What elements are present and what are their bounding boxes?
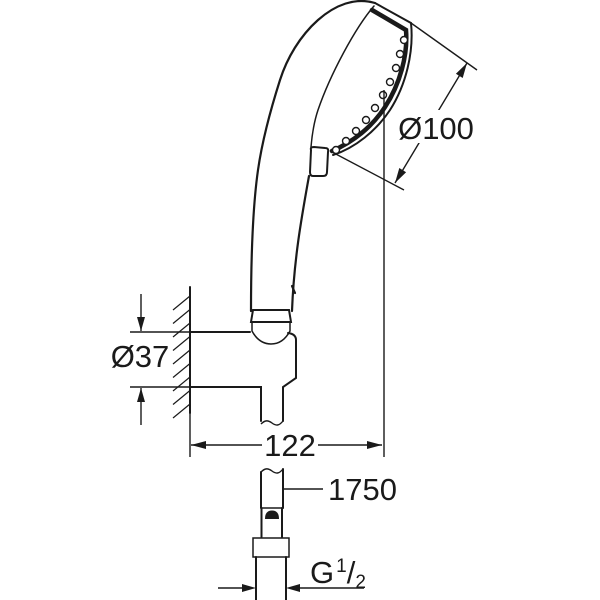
- spray-face-band: [329, 7, 409, 154]
- arrowhead: [191, 441, 206, 449]
- brand-mark: [265, 510, 279, 519]
- label-background: [262, 430, 318, 459]
- hose-connector-nut: [252, 537, 290, 558]
- shower-head: [249, 0, 413, 313]
- arrowhead: [395, 168, 407, 183]
- face-inner-rim: [310, 5, 375, 148]
- handle-collar: [249, 309, 293, 323]
- wall-hatch-marks: [172, 295, 191, 419]
- wall-holder: [189, 331, 297, 426]
- head-back-silhouette: [249, 0, 377, 313]
- hose-stub-break-line: [260, 420, 284, 426]
- extension-line: [331, 151, 405, 191]
- holder-bottom-edge: [189, 386, 262, 422]
- dimension-head-diameter: Ø100: [331, 22, 478, 191]
- arrowhead: [455, 63, 467, 78]
- arrowhead: [242, 584, 256, 592]
- shower-hose: [252, 468, 290, 600]
- holder-right-edge: [282, 332, 297, 422]
- head-diameter-label: Ø100: [398, 111, 474, 146]
- shower-handle: [249, 174, 311, 345]
- extension-line: [410, 22, 478, 71]
- arrowhead: [137, 317, 145, 331]
- arrowhead: [367, 441, 382, 449]
- face-top-edge: [374, 2, 412, 24]
- hose-break-line: [260, 468, 284, 474]
- arrowhead: [137, 388, 145, 402]
- arrowhead: [286, 584, 300, 592]
- handle-connector-nut: [251, 321, 291, 345]
- spray-nozzles: [331, 35, 409, 155]
- dimension-wall-offset: 122: [191, 90, 385, 463]
- dimension-hose-length: 1750: [284, 472, 397, 507]
- spray-button-tab: [308, 145, 330, 177]
- dimension-holder-diameter: Ø37: [111, 294, 190, 425]
- handle-right-edge: [290, 174, 311, 313]
- wall-offset-label: 122: [264, 428, 316, 463]
- hose-length-label: 1750: [328, 472, 397, 507]
- handle-seam-mark: [290, 284, 297, 295]
- label-background: [399, 110, 473, 143]
- holder-diameter-label: Ø37: [111, 339, 170, 374]
- wall-and-hatching: [172, 286, 191, 457]
- face-outer-edge: [332, 22, 413, 156]
